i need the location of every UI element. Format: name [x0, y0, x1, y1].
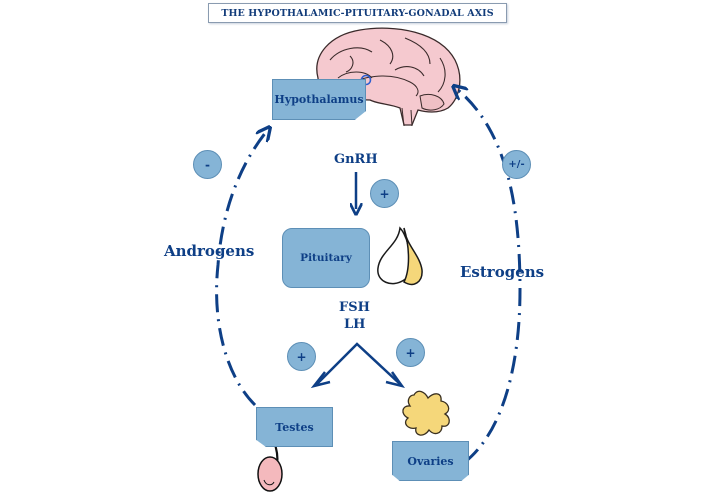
fsh-lh-split-arrow: [315, 342, 401, 386]
pituitary-box: Pituitary: [282, 228, 370, 288]
ovaries-box: Ovaries: [392, 441, 469, 481]
hypothalamus-box: Hypothalamus: [272, 79, 366, 120]
estrogens-mixed-badge: +/-: [502, 150, 531, 179]
gnrh-positive-badge: +: [370, 179, 399, 208]
lh-label: LH: [344, 317, 366, 332]
diagram-title: THE HYPOTHALAMIC-PITUITARY-GONADAL AXIS: [208, 3, 507, 23]
ovaries-positive-badge: +: [396, 338, 425, 367]
pituitary-gland-icon: [377, 226, 423, 286]
estrogens-label: Estrogens: [460, 263, 545, 281]
ovaries-arrowhead: [385, 371, 405, 389]
androgens-feedback-arrow: [215, 132, 266, 407]
androgens-negative-badge: -: [193, 150, 222, 179]
testes-box: Testes: [256, 407, 333, 447]
testes-arrowhead: [310, 371, 331, 389]
gnrh-label: GnRH: [334, 152, 378, 167]
ovary-icon: [402, 390, 450, 436]
estrogens-feedback-arrow: [458, 90, 522, 464]
testes-positive-badge: +: [287, 342, 316, 371]
fsh-label: FSH: [339, 300, 370, 315]
androgens-label: Androgens: [164, 242, 255, 260]
